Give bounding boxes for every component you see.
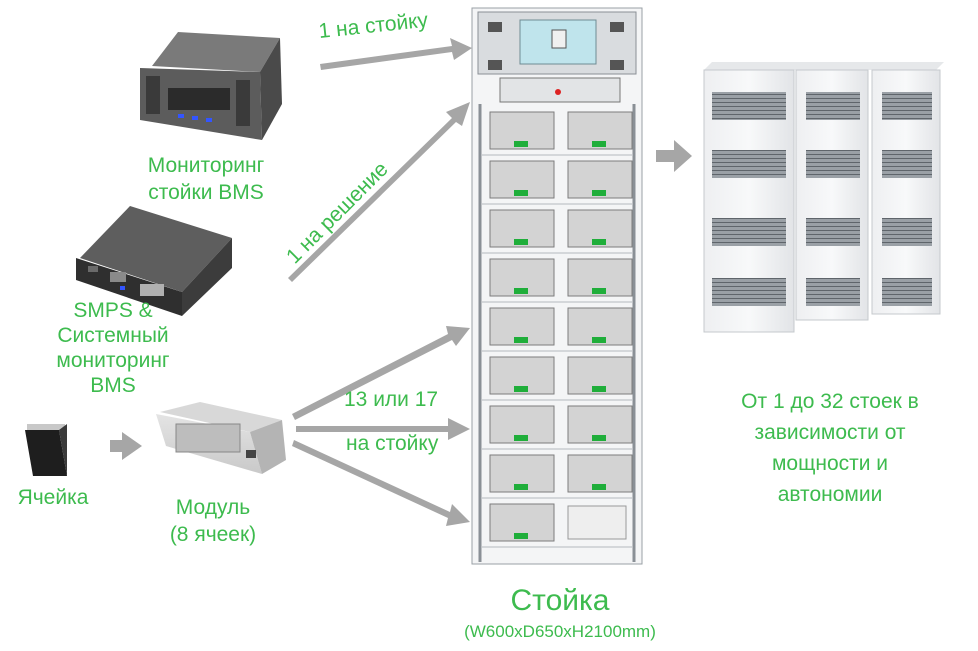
rack-module-indicator <box>592 190 606 196</box>
cabinet-vent <box>882 92 932 120</box>
module-icon <box>156 402 286 474</box>
module-label: Модуль (8 ячеек) <box>146 494 280 548</box>
cabinet-vent <box>712 150 786 178</box>
rack-module-row <box>482 258 633 303</box>
rack-module-indicator <box>592 337 606 343</box>
arrow-module-to-rack-2 <box>296 418 470 440</box>
rack-module-row <box>482 454 633 499</box>
rack-module-row <box>482 209 633 254</box>
bms-rack-label-line-1: Мониторинг <box>147 154 265 177</box>
rack-module-row <box>482 405 633 450</box>
rack-module-indicator <box>514 239 528 245</box>
arrow-cell-to-module <box>110 432 142 460</box>
rack-module-indicator <box>592 386 606 392</box>
cabinet-vent <box>806 218 860 246</box>
rack-module-indicator <box>514 288 528 294</box>
rack-switch-panel <box>567 505 627 540</box>
racks-range-line-2: зависимости от <box>754 421 906 444</box>
bms-rack-label: Мониторинг стойки BMS <box>136 152 276 206</box>
racks-range-line-4: автономии <box>777 483 883 506</box>
module-label-line-2: (8 ячеек) <box>169 523 257 546</box>
rack-dimensions: (W600xD650xH2100mm) <box>464 622 656 641</box>
rack-module-indicator <box>592 288 606 294</box>
smps-label-line-2: Системный <box>57 324 169 347</box>
bms-rack-label-line-2: стойки BMS <box>148 181 264 204</box>
rack-module-row <box>482 160 633 205</box>
rack-module-indicator <box>592 141 606 147</box>
rack-module-indicator <box>514 190 528 196</box>
arrows <box>110 38 692 526</box>
count-label: 13 или 17 <box>344 388 439 411</box>
rack-title: Стойка <box>510 584 610 617</box>
cell-icon <box>25 424 67 476</box>
count-per-rack-label: на стойку <box>346 432 439 455</box>
rack-module-row <box>482 307 633 352</box>
rack-module-row <box>482 111 633 156</box>
rack-module-indicator <box>514 337 528 343</box>
rack-module-indicator <box>514 435 528 441</box>
cabinet-vent <box>806 92 860 120</box>
rack-module-indicator <box>592 239 606 245</box>
smps-label: SMPS & Системный мониторинг BMS <box>28 298 198 398</box>
smps-label-line-1: SMPS & <box>73 299 153 322</box>
racks-range-label: От 1 до 32 стоек в зависимости от мощнос… <box>712 386 948 510</box>
bms-unit-icon <box>140 32 282 140</box>
cabinet-vent <box>712 278 786 306</box>
cell-label: Ячейка <box>17 486 89 509</box>
arrow-per-rack <box>320 38 472 70</box>
module-label-line-1: Модуль <box>175 496 251 519</box>
cabinet-vent <box>806 278 860 306</box>
rack-module-indicator <box>592 484 606 490</box>
rack-module <box>567 258 633 297</box>
rack-module-indicator <box>514 484 528 490</box>
arrow-per-solution <box>288 102 470 282</box>
rack-module-indicator <box>592 435 606 441</box>
arrow-rack-to-cabinets <box>656 140 692 172</box>
cabinet-vent <box>882 150 932 178</box>
smps-label-line-4: BMS <box>90 374 136 397</box>
rack-module-indicator <box>514 141 528 147</box>
cabinet-vent <box>882 218 932 246</box>
rack-module-row <box>482 503 632 548</box>
cabinet-vent <box>712 218 786 246</box>
cabinet-vent <box>712 92 786 120</box>
arrow-module-to-rack-1 <box>292 326 470 420</box>
cabinet-icon <box>703 62 944 333</box>
smps-unit-icon <box>76 206 232 316</box>
rack-module-indicator <box>514 386 528 392</box>
rack-module-indicator <box>514 533 528 539</box>
rack-icon <box>471 7 643 565</box>
cabinet-vent <box>806 150 860 178</box>
racks-range-line-1: От 1 до 32 стоек в <box>741 390 919 413</box>
smps-label-line-3: мониторинг <box>56 349 170 372</box>
cabinet-vent <box>882 278 932 306</box>
rack-module-row <box>482 356 633 401</box>
racks-range-line-3: мощности и <box>771 452 889 475</box>
arrow-module-to-rack-3 <box>292 440 470 526</box>
